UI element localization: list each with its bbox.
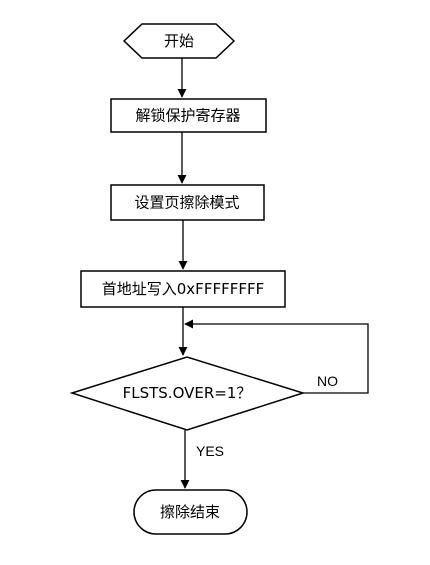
write-address-label: 首地址写入0xFFFFFFFF — [102, 280, 264, 298]
start-label: 开始 — [164, 32, 194, 50]
set-erase-mode-label: 设置页擦除模式 — [134, 194, 239, 212]
write-address-node: 首地址写入0xFFFFFFFF — [80, 270, 286, 308]
unlock-register-label: 解锁保护寄存器 — [135, 107, 240, 125]
check-over-flag-node: FLSTS.OVER=1？ — [69, 356, 306, 431]
yes-label: YES — [196, 443, 224, 459]
end-node: 擦除结束 — [133, 489, 248, 535]
check-over-flag-label: FLSTS.OVER=1？ — [123, 384, 252, 402]
set-erase-mode-node: 设置页擦除模式 — [110, 184, 265, 221]
no-label: NO — [317, 373, 338, 389]
unlock-register-node: 解锁保护寄存器 — [110, 98, 267, 133]
start-node: 开始 — [122, 23, 236, 59]
end-label: 擦除结束 — [160, 503, 220, 521]
arrow-no-loop — [184, 319, 369, 394]
